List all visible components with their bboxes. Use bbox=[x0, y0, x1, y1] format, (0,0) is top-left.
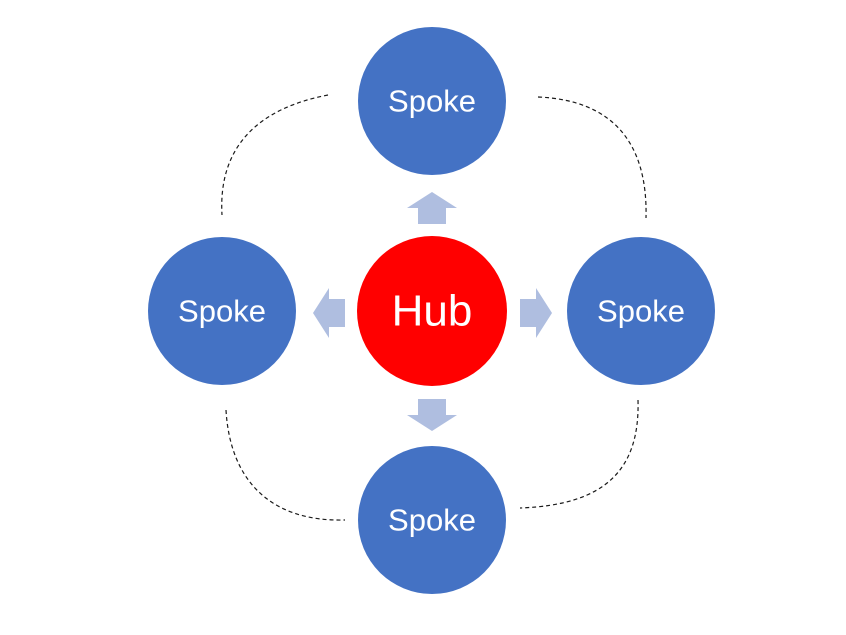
spoke-circle bbox=[148, 237, 296, 385]
arrow-left-icon bbox=[313, 288, 345, 338]
spoke-label: Spoke bbox=[597, 294, 685, 329]
spoke-node-right: Spoke bbox=[567, 237, 715, 385]
connector-bottom-left bbox=[225, 409, 346, 521]
connector-bottom-right bbox=[519, 399, 639, 509]
arrow-down-icon bbox=[407, 399, 457, 431]
hub-label: Hub bbox=[392, 287, 473, 336]
arrow-up-icon bbox=[407, 192, 457, 224]
spoke-label: Spoke bbox=[388, 503, 476, 538]
spoke-circle bbox=[567, 237, 715, 385]
hub-node: Hub bbox=[357, 236, 507, 386]
spoke-label: Spoke bbox=[178, 294, 266, 329]
spoke-node-left: Spoke bbox=[148, 237, 296, 385]
connector-top-left bbox=[221, 94, 329, 216]
connector-top-right bbox=[537, 96, 647, 219]
arrow-right-icon bbox=[520, 288, 552, 338]
spoke-circle bbox=[358, 446, 506, 594]
spoke-label: Spoke bbox=[388, 84, 476, 119]
hub-circle bbox=[357, 236, 507, 386]
spoke-circle bbox=[358, 27, 506, 175]
spoke-node-top: Spoke bbox=[358, 27, 506, 175]
spoke-node-bottom: Spoke bbox=[358, 446, 506, 594]
